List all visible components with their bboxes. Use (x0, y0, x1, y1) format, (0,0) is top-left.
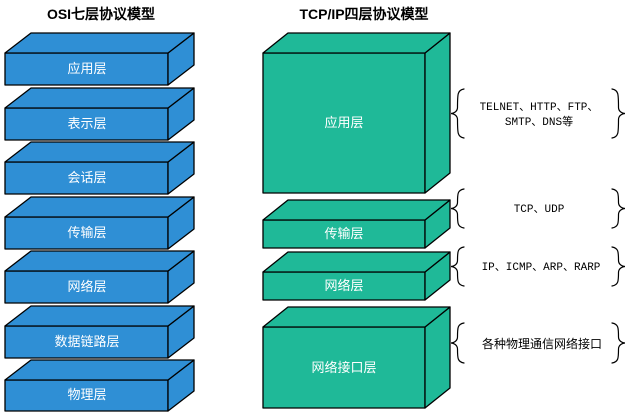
osi-layer-box-datalink: 数据链路层 (4, 305, 195, 359)
right-curly-brace (611, 88, 626, 139)
box-top-face (4, 250, 195, 272)
box-top-face (4, 359, 195, 381)
annotation-transport-protocols: TCP、UDP (450, 188, 626, 229)
annotation-line: 各种物理通信网络接口 (482, 336, 602, 351)
layer-label: 传输层 (324, 226, 363, 241)
layer-label: 网络接口层 (311, 360, 376, 375)
box-top-face (262, 32, 451, 54)
tcpip-model-title: TCP/IP四层协议模型 (299, 6, 428, 22)
osi-layer-box-application: 应用层 (4, 32, 195, 86)
layer-label: 传输层 (67, 225, 106, 240)
layer-label: 应用层 (324, 115, 363, 130)
right-curly-brace (611, 246, 626, 287)
tcpip-layer-box-transport: 传输层 (262, 199, 451, 249)
tcpip-layer-box-network: 网络层 (262, 251, 451, 301)
osi-model-title: OSI七层协议模型 (47, 6, 155, 22)
osi-layer-box-network: 网络层 (4, 250, 195, 304)
box-top-face (262, 251, 451, 273)
tcpip-layer-box-network-interface: 网络接口层 (262, 306, 451, 409)
annotation-line: IP、ICMP、ARP、RARP (482, 262, 601, 274)
layer-label: 会话层 (67, 170, 106, 185)
box-top-face (262, 199, 451, 221)
layer-label: 网络层 (324, 278, 363, 293)
left-curly-brace (450, 88, 465, 139)
osi-layer-box-presentation: 表示层 (4, 87, 195, 141)
layer-label: 数据链路层 (54, 334, 119, 349)
box-top-face (4, 87, 195, 109)
box-top-face (4, 141, 195, 163)
left-curly-brace (450, 246, 465, 287)
osi-layer-box-physical: 物理层 (4, 359, 195, 412)
box-top-face (4, 196, 195, 218)
right-curly-brace (611, 322, 626, 364)
left-curly-brace (450, 322, 465, 364)
layer-label: 网络层 (67, 279, 106, 294)
layer-label: 表示层 (67, 116, 106, 131)
osi-layer-box-session: 会话层 (4, 141, 195, 195)
layer-label: 物理层 (67, 387, 106, 402)
box-top-face (4, 32, 195, 54)
annotation-line: SMTP、DNS等 (505, 114, 573, 129)
annotation-application-protocols: TELNET、HTTP、FTP、 SMTP、DNS等 (450, 88, 626, 139)
left-curly-brace (450, 188, 465, 229)
annotation-line: TCP、UDP (514, 204, 565, 216)
box-side-face (424, 32, 451, 194)
annotation-network-protocols: IP、ICMP、ARP、RARP (450, 246, 626, 287)
box-top-face (262, 306, 451, 328)
layer-label: 应用层 (67, 61, 106, 76)
osi-layer-box-transport: 传输层 (4, 196, 195, 250)
right-curly-brace (611, 188, 626, 229)
annotation-physical-interfaces: 各种物理通信网络接口 (450, 322, 626, 364)
annotation-line: TELNET、HTTP、FTP、 (480, 102, 599, 114)
box-top-face (4, 305, 195, 327)
tcpip-layer-box-application: 应用层 (262, 32, 451, 194)
